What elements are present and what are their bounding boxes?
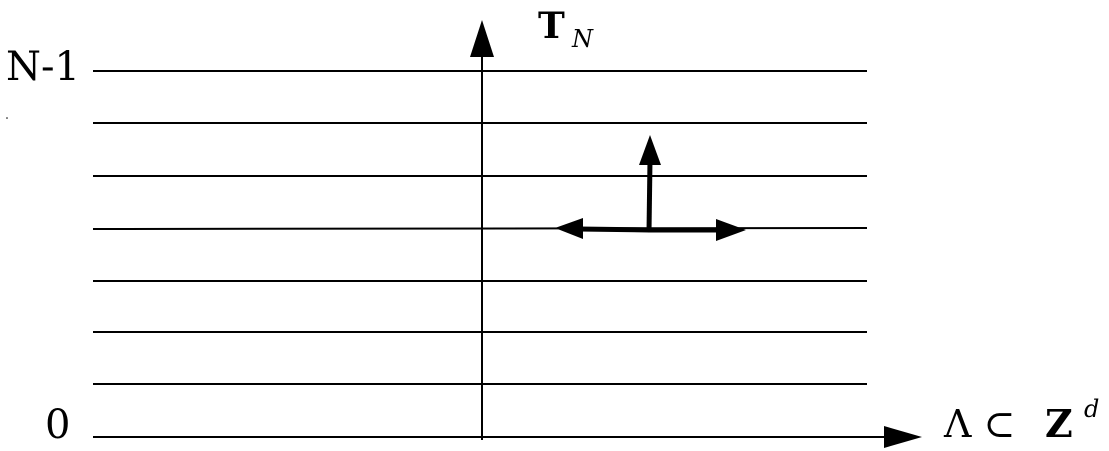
left-arrow-shaft [577, 226, 651, 233]
horizontal-axis-label: Λ ⊂ Z d [943, 395, 1099, 446]
vertical-axis-arrowhead [470, 20, 494, 57]
up-arrow-shaft [646, 159, 653, 233]
horizontal-axis [93, 426, 922, 448]
level-line [92, 227, 868, 230]
right-arrow-head [716, 219, 746, 241]
vertical-axis [470, 20, 494, 440]
neighbor-arrows [555, 135, 746, 241]
horizontal-axis-label-main: Z [1045, 401, 1073, 446]
level-label-bottom: 0 [45, 402, 70, 448]
stray-dot [6, 117, 8, 119]
vertical-axis-label-main: T [538, 5, 565, 47]
level-lines [92, 70, 868, 385]
horizontal-axis-label-prefix: Λ ⊂ [943, 402, 1015, 446]
up-arrow-head [639, 135, 661, 165]
vertical-axis-label-subscript: N [571, 25, 594, 53]
vertical-axis-label: T N [538, 5, 594, 53]
horizontal-axis-arrowhead [884, 426, 922, 448]
left-arrow-head [555, 218, 583, 239]
level-label-top: N-1 [6, 44, 80, 90]
horizontal-axis-label-superscript: d [1084, 395, 1099, 423]
